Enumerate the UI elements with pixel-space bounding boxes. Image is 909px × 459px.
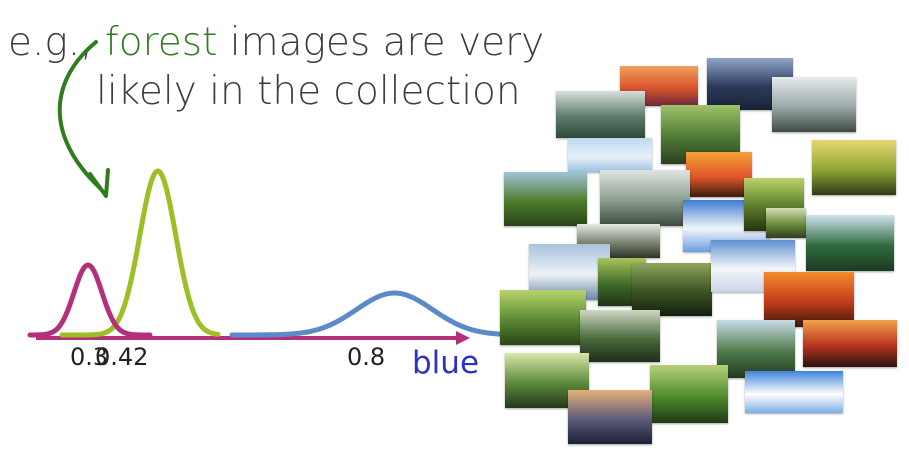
tick-label-2: 0.8 — [347, 343, 386, 371]
pine-field-photo — [806, 215, 894, 271]
axis-arrowhead — [456, 331, 470, 345]
forest-clearing-photo — [650, 365, 728, 423]
lone-tree-photo — [766, 208, 806, 238]
sky-photo — [568, 138, 652, 172]
caption-highlight: forest — [105, 20, 218, 65]
misty-hill-photo — [556, 91, 645, 138]
pointer-arrow — [57, 40, 102, 190]
caption-line2: likely in the collection — [96, 69, 521, 114]
axis-label: blue — [412, 345, 480, 381]
caption-rest: images are very — [217, 20, 545, 65]
white-clouds-photo — [745, 371, 843, 413]
forest-sunset-photo — [686, 152, 752, 197]
tick-label-0: 0.3 — [70, 343, 109, 371]
pine-grove-photo — [580, 310, 660, 362]
pointer-arrowhead — [88, 168, 110, 198]
caption: e.g., forest images are very likely in t… — [8, 18, 544, 116]
foggy-forest-photo — [600, 170, 690, 226]
dark-woods-photo — [632, 263, 712, 316]
tick-label-1: 0.42 — [95, 343, 149, 371]
fiery-sunset-photo — [764, 272, 854, 327]
distribution-curve-green — [59, 168, 221, 338]
red-sky-photo — [803, 320, 897, 367]
lake-sunset-photo — [568, 390, 652, 444]
distribution-curve-magenta — [27, 262, 153, 338]
sunny-forest-path-photo — [812, 140, 896, 195]
green-hillside-photo — [504, 172, 587, 226]
mountain-pines-photo — [717, 320, 795, 378]
misty-pines-photo — [772, 77, 856, 132]
distribution-curve-blue — [229, 290, 503, 338]
bamboo-forest-photo — [500, 290, 586, 345]
